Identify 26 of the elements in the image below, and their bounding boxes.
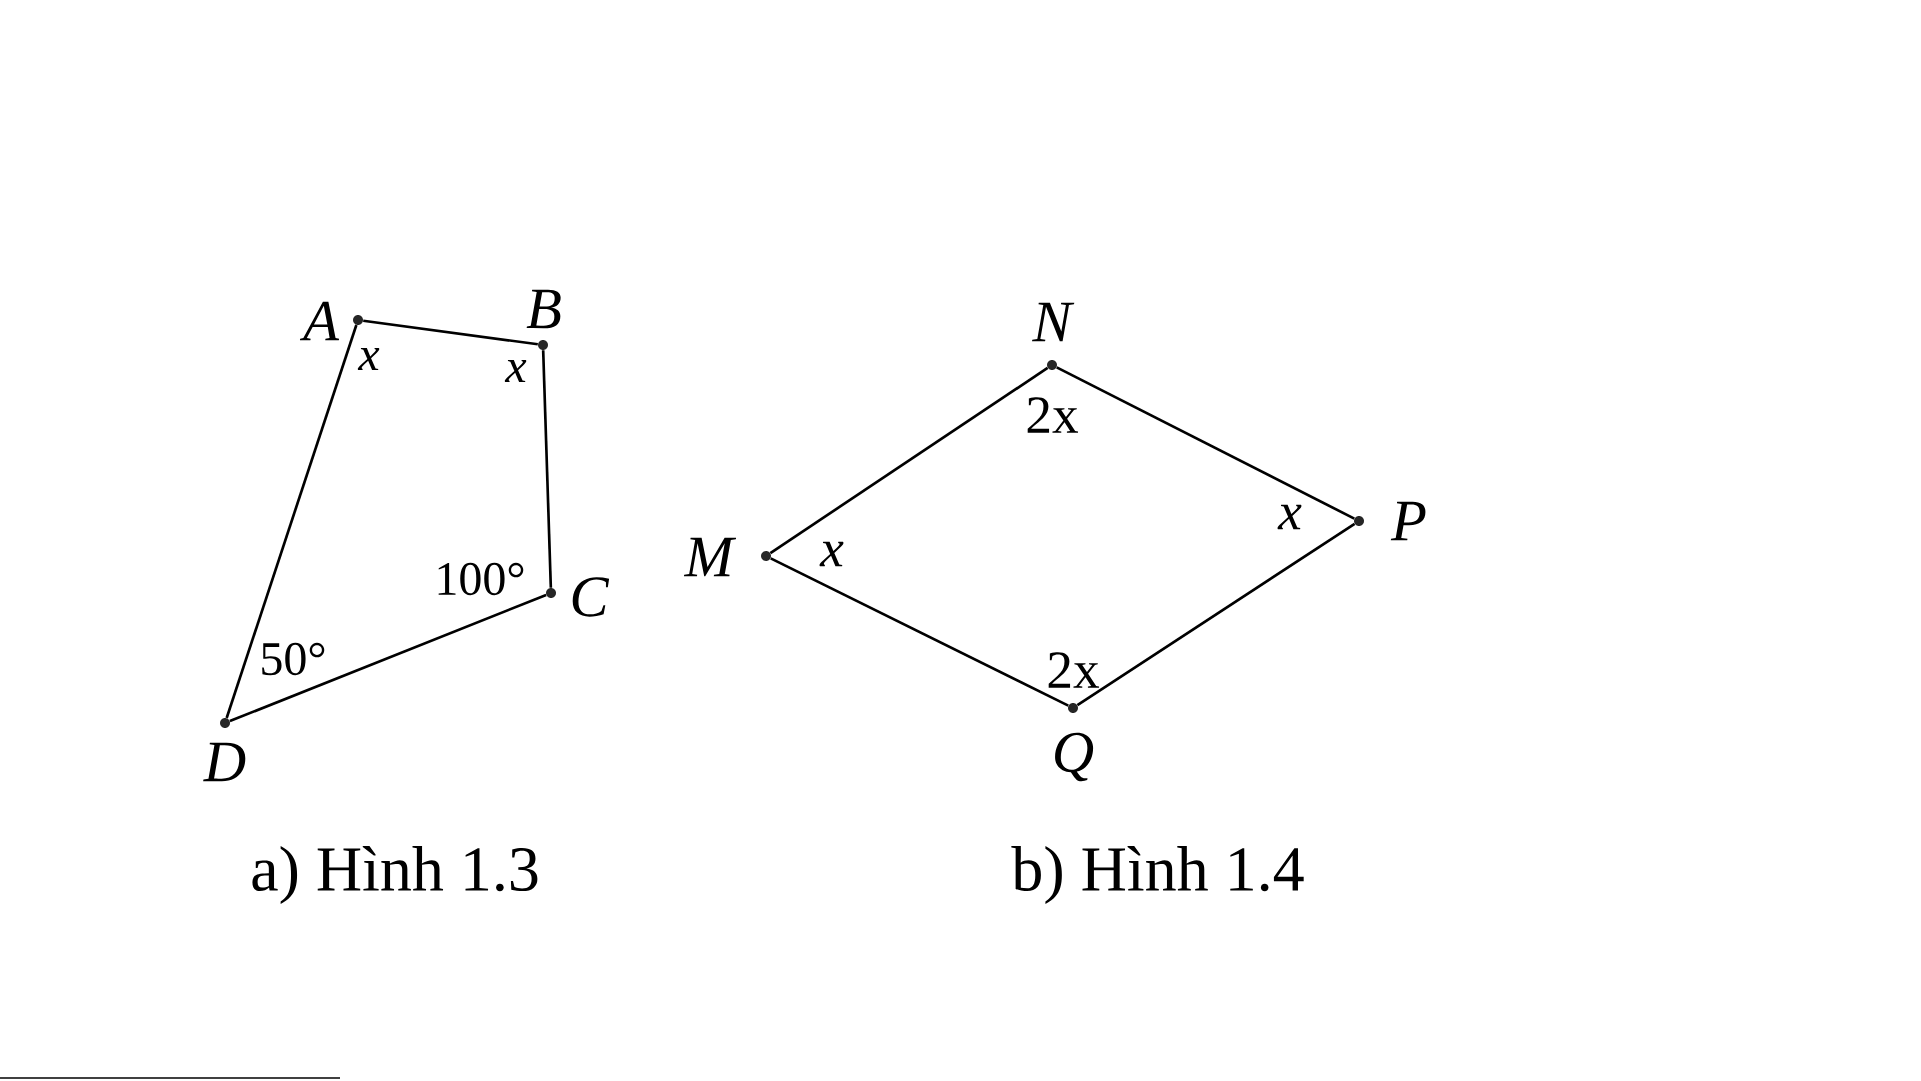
polygon-side bbox=[1076, 522, 1356, 707]
polygon-side bbox=[769, 366, 1049, 555]
polygon-side bbox=[363, 319, 538, 346]
vertex-label: D bbox=[203, 742, 246, 782]
angle-label: 50° bbox=[262, 642, 325, 676]
vertex-label: P bbox=[1390, 501, 1426, 541]
vertex-label: Q bbox=[1055, 732, 1094, 782]
figure-caption: a) Hình 1.3 bbox=[252, 845, 538, 905]
angle-label: x bbox=[357, 348, 380, 370]
polygon-side bbox=[1056, 366, 1355, 520]
polygon-side bbox=[541, 350, 553, 588]
angle-label: x bbox=[1277, 504, 1302, 530]
angle-label: 2x bbox=[1027, 397, 1078, 433]
polygon-side bbox=[770, 557, 1069, 707]
angle-label: x bbox=[504, 360, 527, 382]
angle-label: 2x bbox=[1048, 652, 1099, 688]
vertex-label: M bbox=[683, 537, 737, 577]
vertex-label: C bbox=[572, 577, 610, 617]
vertex-label: A bbox=[299, 301, 340, 341]
figure-caption: b) Hình 1.4 bbox=[1011, 845, 1304, 905]
angle-label: x bbox=[819, 541, 844, 567]
polygon-side bbox=[225, 324, 358, 719]
vertex-label: B bbox=[526, 289, 561, 329]
angle-label: 100° bbox=[438, 562, 524, 596]
vertex-label: N bbox=[1032, 302, 1075, 342]
polygon-side bbox=[229, 593, 547, 723]
